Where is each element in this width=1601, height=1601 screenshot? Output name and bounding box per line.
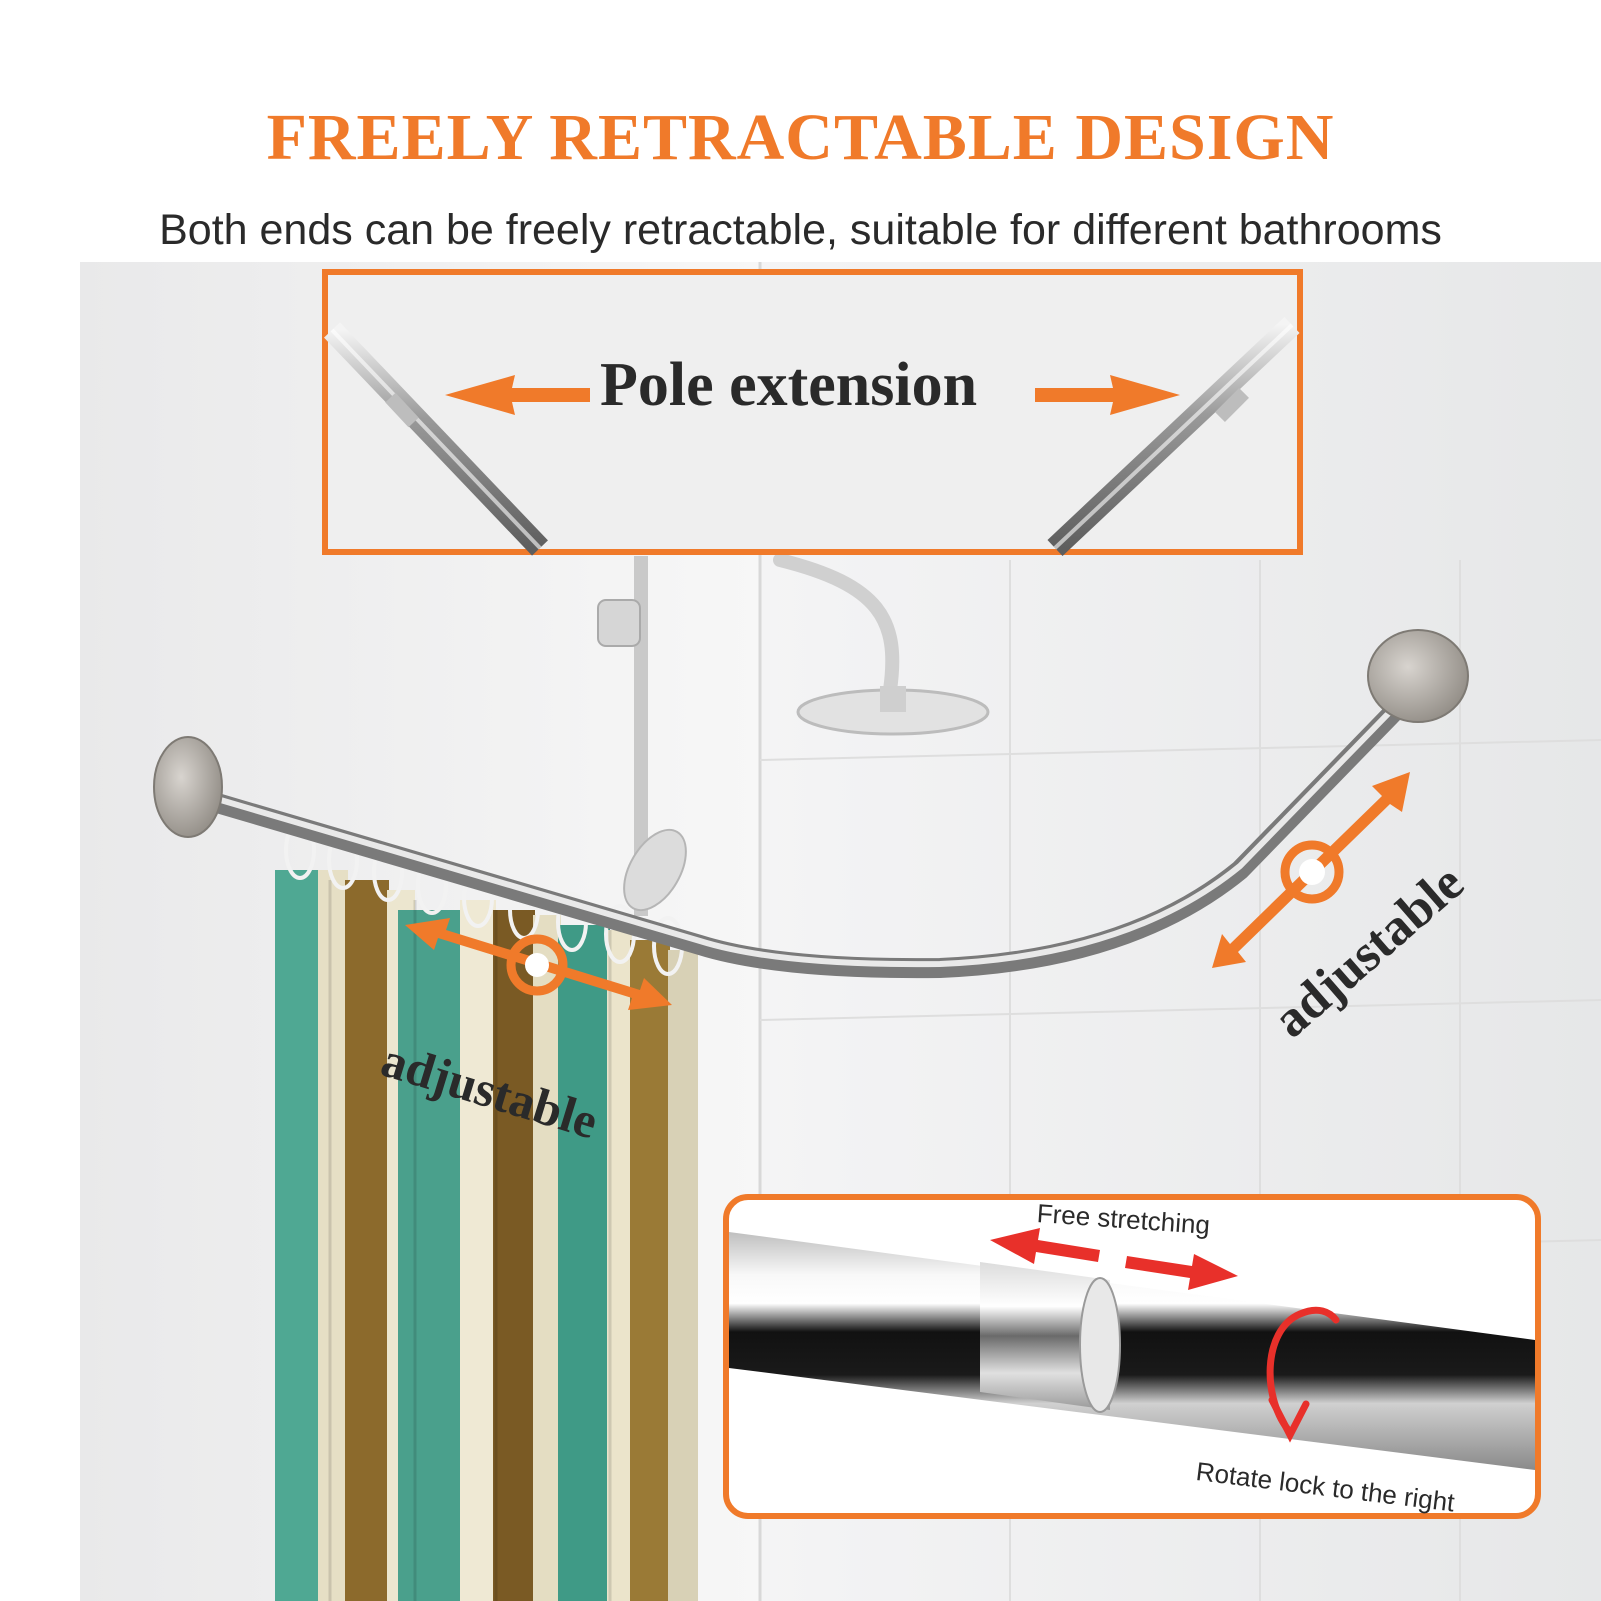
arrow-left-icon bbox=[445, 375, 590, 415]
rotate-icon bbox=[1280, 840, 1344, 904]
rotate-icon bbox=[506, 934, 568, 996]
shower-curtain bbox=[275, 870, 698, 1601]
curved-shower-rod bbox=[180, 675, 1430, 979]
left-wall-flange bbox=[153, 736, 223, 838]
shower-arm bbox=[773, 553, 900, 697]
product-photo bbox=[80, 262, 1601, 1601]
headline: FREELY RETRACTABLE DESIGN bbox=[266, 101, 1335, 174]
handheld-shower-head bbox=[623, 828, 687, 912]
free-stretching-inset bbox=[723, 1194, 1541, 1519]
shower-riser bbox=[634, 556, 648, 916]
arrow-left-icon bbox=[990, 1228, 1100, 1264]
pole-extension-inset bbox=[322, 269, 1303, 557]
curved-arrow-icon bbox=[1266, 1306, 1340, 1443]
right-wall-flange bbox=[1367, 629, 1469, 723]
arrow-right-icon bbox=[1035, 375, 1180, 415]
arrow-right-icon bbox=[1125, 1254, 1238, 1290]
pole-extension-label: Pole extension bbox=[600, 351, 978, 419]
subheadline: Both ends can be freely retractable, sui… bbox=[159, 206, 1442, 254]
riser-bracket bbox=[597, 599, 641, 647]
